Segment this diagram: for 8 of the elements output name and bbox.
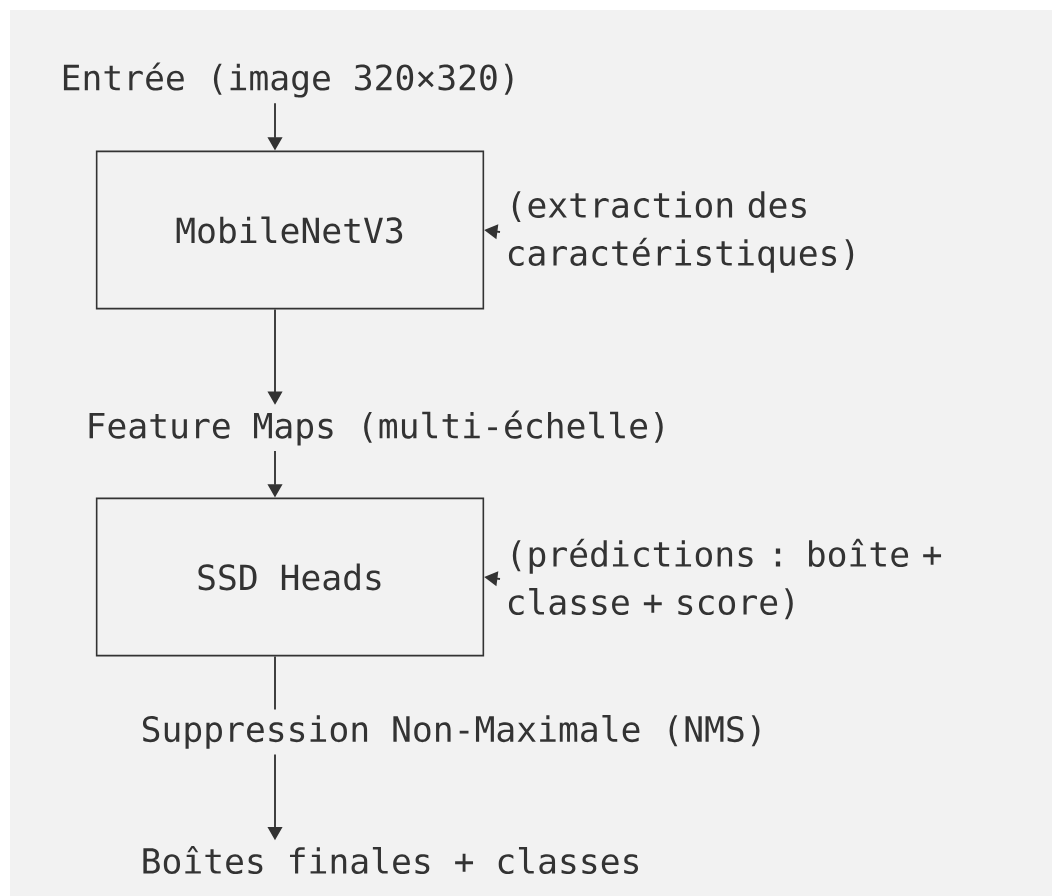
step-label: Boîtes finales + classes (143, 845, 639, 875)
step-label: Suppression Non-Maximale (NMS) (142, 715, 760, 749)
process-box: MobileNetV3 (95, 150, 485, 310)
annotation-text: (extraction des caractéristiques) (508, 191, 854, 273)
step-label: Entrée (image 320×320) (63, 62, 513, 98)
step-label: Feature Maps (multi-échelle) (89, 410, 663, 446)
annotation-text: (prédictions : boîte + classe + score) (508, 538, 942, 620)
process-box: SSD Heads (95, 497, 485, 657)
